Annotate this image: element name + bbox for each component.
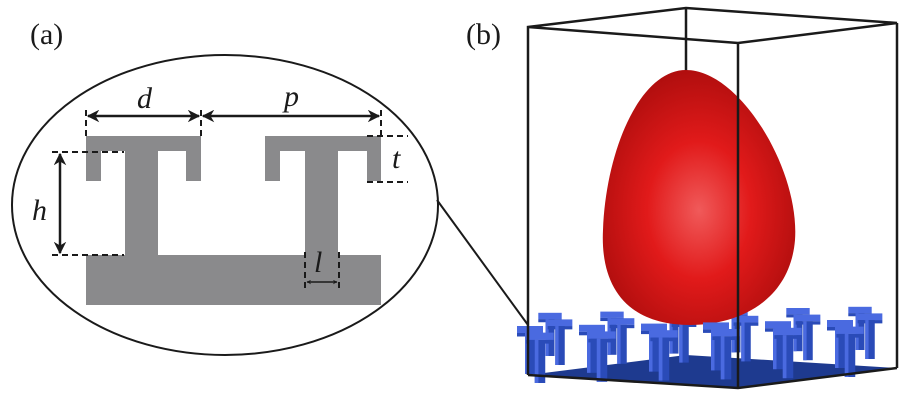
t-pillar xyxy=(712,329,740,380)
t-pillar xyxy=(609,318,635,364)
liquid-droplet xyxy=(602,70,796,325)
t-pillar xyxy=(526,332,554,383)
dim-label-t: t xyxy=(392,142,401,175)
t-pillar xyxy=(650,330,678,381)
t-pillar xyxy=(733,315,759,362)
dim-label-d: d xyxy=(137,82,153,115)
dimension-guides xyxy=(52,110,408,292)
t-pillar xyxy=(857,313,883,359)
cross-section-diagram: d p h t l xyxy=(11,54,529,356)
box-frame xyxy=(526,6,899,390)
t-pillar xyxy=(774,327,802,379)
t-pillar xyxy=(588,331,616,382)
panel-label-b: (b) xyxy=(466,18,501,51)
3d-simulation-box xyxy=(517,6,899,390)
dim-label-p: p xyxy=(282,80,299,113)
t-pillar xyxy=(547,319,573,365)
dim-label-l: l xyxy=(314,246,322,279)
panel-label-a: (a) xyxy=(30,18,63,51)
t-structure-profile xyxy=(86,136,381,305)
connector-line xyxy=(436,199,529,326)
magnifier-ellipse xyxy=(11,54,439,356)
pillar-array-front xyxy=(517,320,864,383)
dim-label-h: h xyxy=(32,194,47,227)
t-pillar xyxy=(836,326,864,377)
t-pillar xyxy=(795,314,821,361)
